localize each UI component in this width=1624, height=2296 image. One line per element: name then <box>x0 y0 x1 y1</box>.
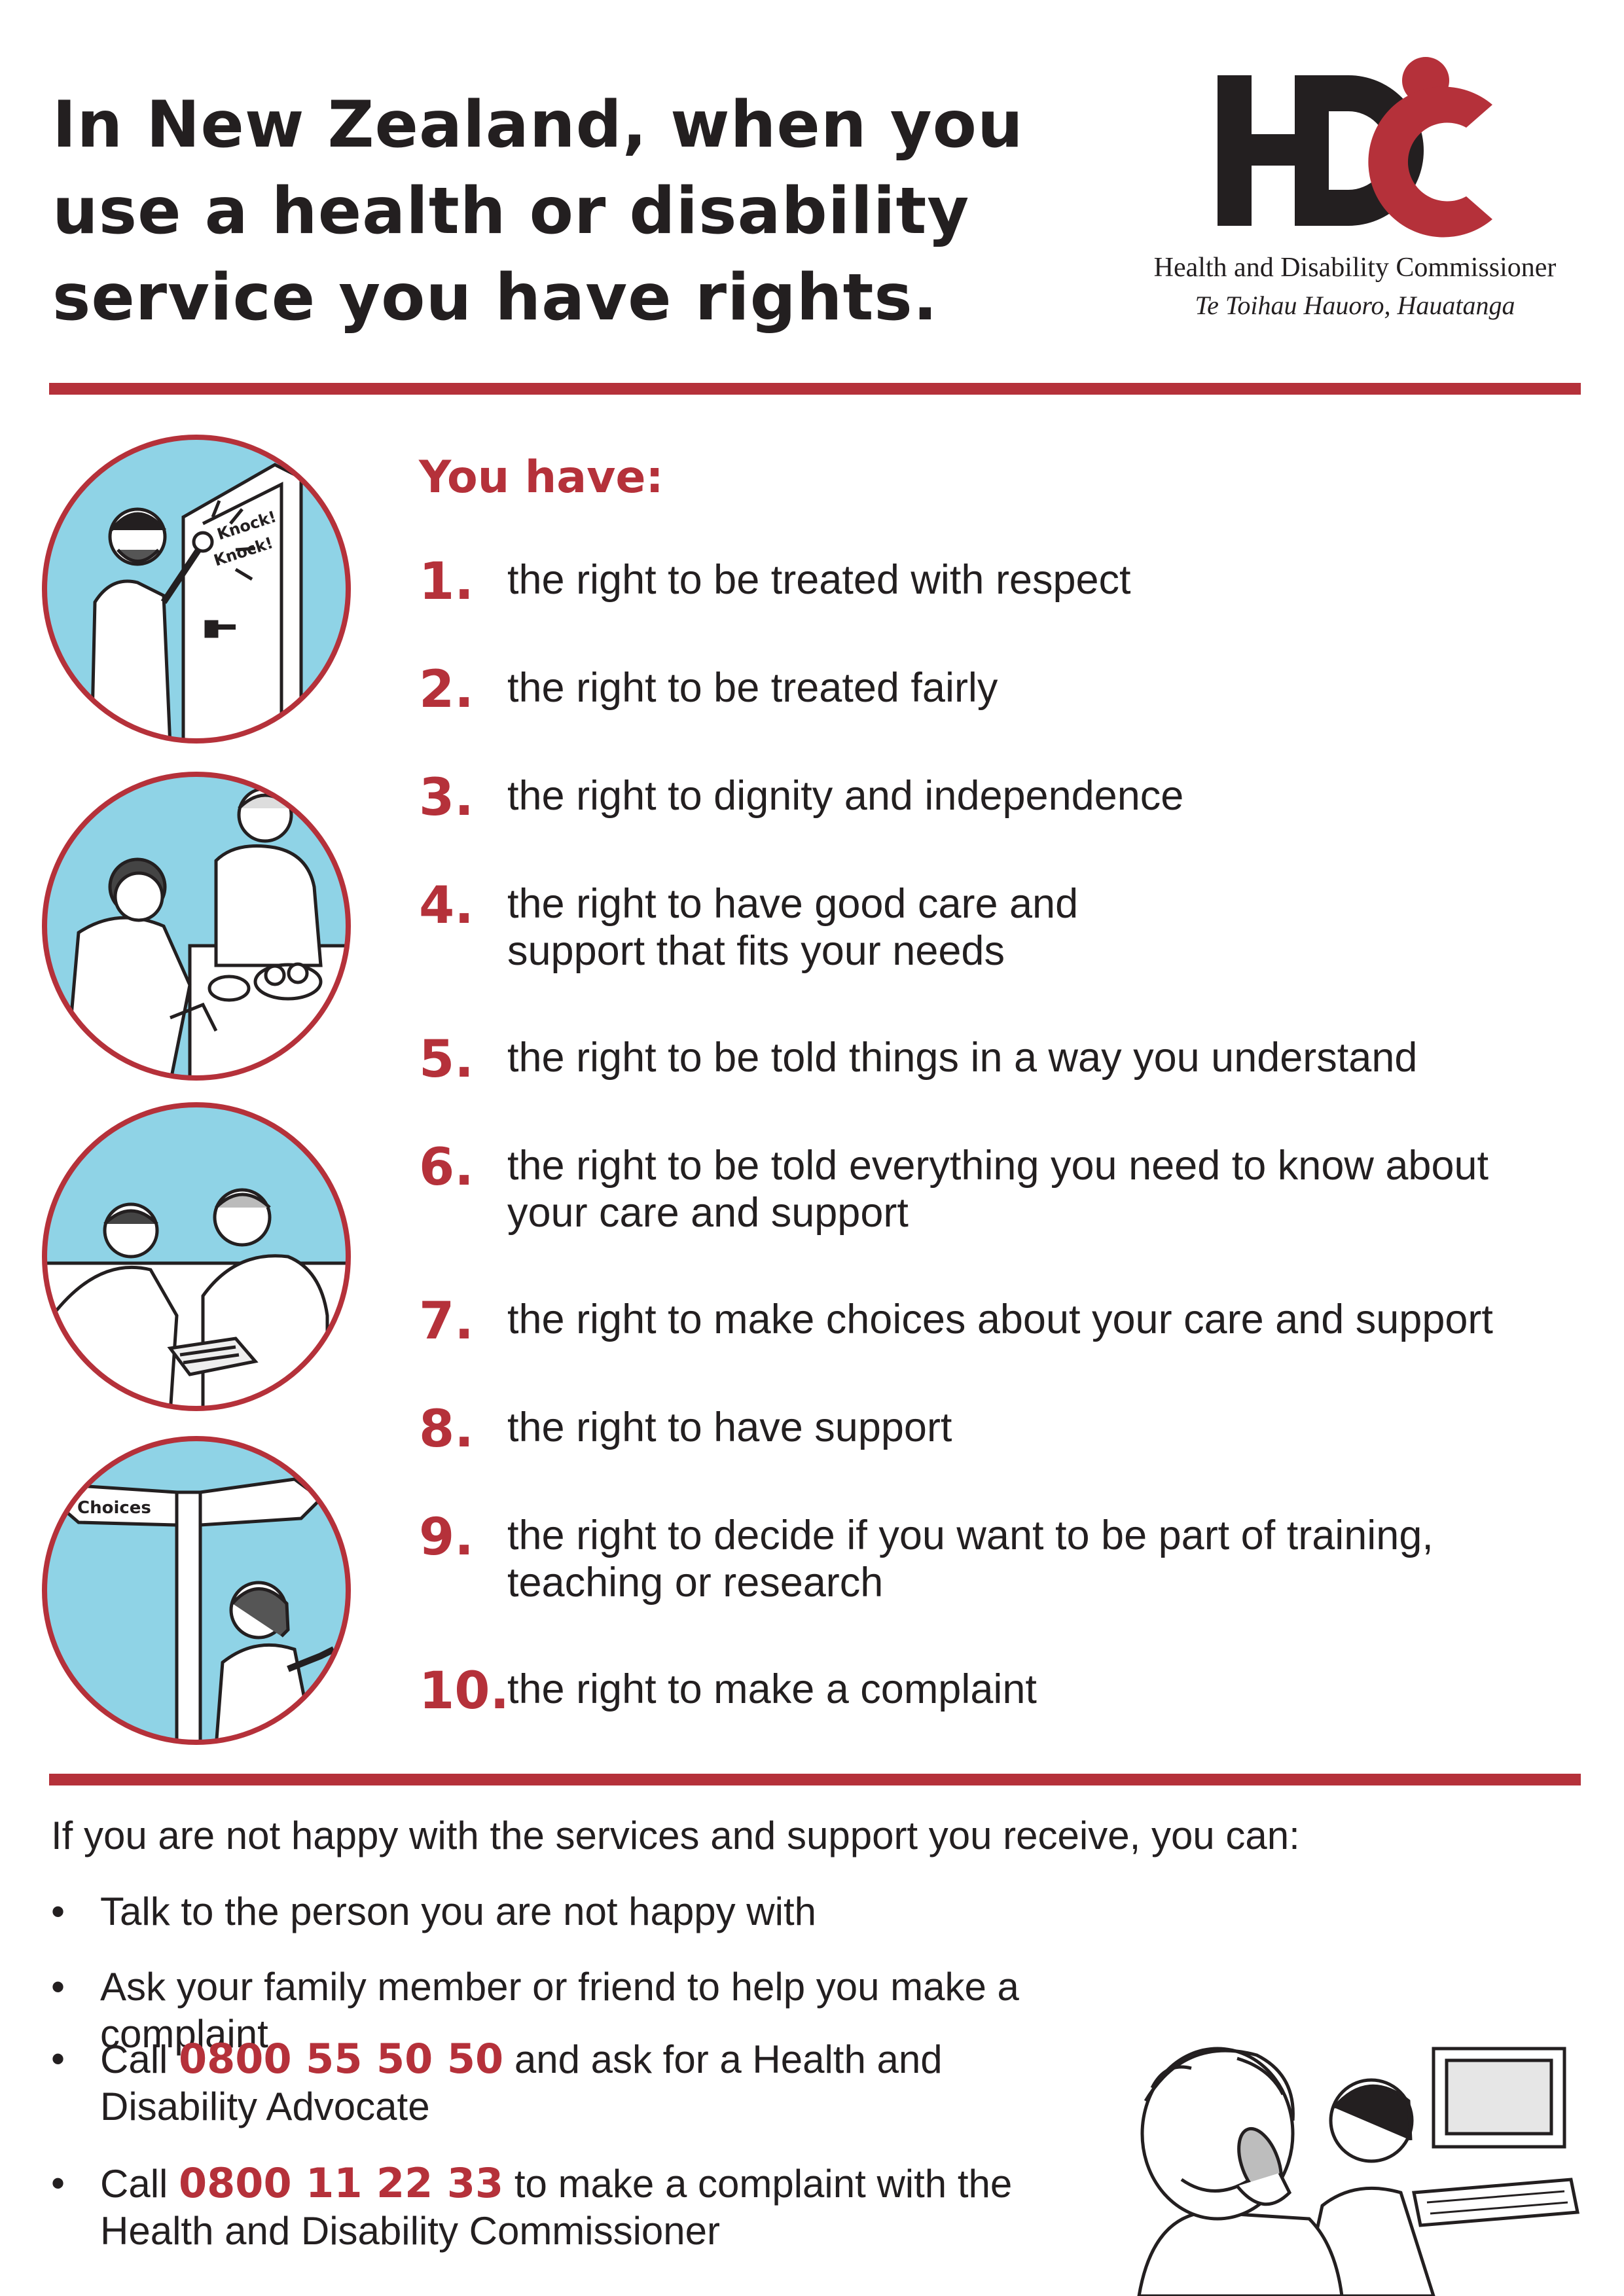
right-text: the right to make a complaint <box>507 1666 1037 1712</box>
right-number: 4. <box>419 876 474 935</box>
hdc-logo: Health and Disability Commissioner Te To… <box>1113 56 1597 331</box>
right-number: 7. <box>419 1292 474 1351</box>
right-text: the right to decide if you want to be pa… <box>507 1513 1434 1605</box>
complaint-text-before: Call <box>100 2037 179 2081</box>
right-text: the right to dignity and independence <box>507 773 1184 819</box>
door-knock-illustration: Knock! Knock! <box>42 435 351 744</box>
right-text: the right to have support <box>507 1405 952 1450</box>
bullet-icon: • <box>51 2037 65 2081</box>
phone-call-illustration <box>1137 2047 1580 2296</box>
right-text: the right to make choices about your car… <box>507 1297 1493 1342</box>
right-number: 2. <box>419 660 474 719</box>
complaint-option-text: Call 0800 11 22 33 to make a complaint w… <box>100 2160 1069 2255</box>
reading-together-illustration <box>42 1102 351 1411</box>
right-number: 8. <box>419 1400 474 1459</box>
right-text: the right to be treated with respect <box>507 557 1131 603</box>
cooking-together-illustration <box>42 772 351 1081</box>
bullet-icon: • <box>51 1965 65 2009</box>
complaint-option-text: Ask your family member or friend to help… <box>100 1965 1019 2056</box>
headline-line: service you have rights. <box>52 260 938 335</box>
right-number: 10. <box>419 1662 510 1721</box>
right-text: the right to be told things in a way you… <box>507 1035 1418 1081</box>
complaint-option-text: Talk to the person you are not happy wit… <box>100 1890 817 1933</box>
bullet-icon: • <box>51 1890 65 1933</box>
right-number: 9. <box>419 1508 474 1567</box>
logo-subtitle: Te Toihau Hauoro, Hauatanga <box>1195 291 1515 320</box>
bullet-icon: • <box>51 2161 65 2205</box>
right-text: the right to be treated fairly <box>507 665 998 711</box>
complaint-text-after: to make a complaint with the Health and … <box>100 2162 1013 2253</box>
logo-name: Health and Disability Commissioner <box>1153 253 1557 283</box>
rights-heading: You have: <box>419 452 664 503</box>
complaint-text-before: Call <box>100 2162 179 2206</box>
commissioner-phone-number[interactable]: 0800 11 22 33 <box>179 2159 504 2207</box>
signpost-illustration: Choices Support <box>42 1436 351 1745</box>
right-text: the right to be told everything you need… <box>507 1143 1489 1236</box>
complaints-intro: If you are not happy with the services a… <box>51 1814 1300 1857</box>
signpost-left-text: Choices <box>77 1498 151 1518</box>
advocate-phone-number[interactable]: 0800 55 50 50 <box>179 2035 504 2083</box>
hdc-logo-mark-icon <box>1218 57 1492 238</box>
right-number: 1. <box>419 552 474 611</box>
page-headline: In New Zealand, when you use a health or… <box>52 82 1100 341</box>
headline-line: In New Zealand, when you <box>52 88 1024 162</box>
headline-line: use a health or disability <box>52 174 970 249</box>
right-text: the right to have good care and support … <box>507 881 1079 974</box>
top-divider <box>49 383 1581 395</box>
complaint-option-text: Call 0800 55 50 50 and ask for a Health … <box>100 2036 971 2130</box>
right-number: 6. <box>419 1138 474 1197</box>
right-number: 3. <box>419 768 474 827</box>
signpost-right-text: Support <box>206 1497 283 1516</box>
right-number: 5. <box>419 1030 474 1089</box>
bottom-divider <box>49 1774 1581 1785</box>
complaint-text-after: and ask for a Health and Disability Advo… <box>100 2037 943 2128</box>
